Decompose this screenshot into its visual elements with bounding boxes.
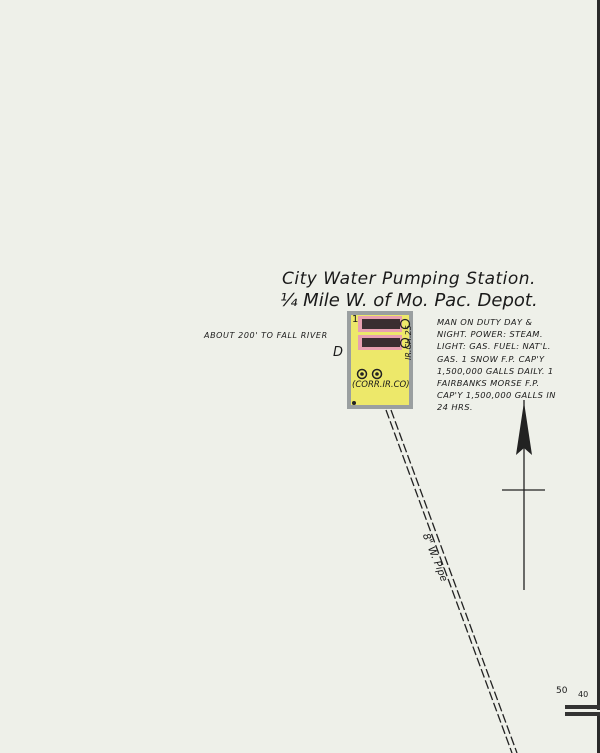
- building-letter: D: [333, 345, 344, 360]
- map-title: City Water Pumping Station.: [282, 269, 536, 289]
- river-note: ABOUT 200' TO FALL RIVER: [204, 331, 328, 340]
- scale-label-50: 50: [556, 686, 568, 696]
- construction-note: IR.CH.25: [404, 325, 413, 360]
- building-story: 1: [352, 314, 359, 325]
- water-pipe: [385, 409, 513, 753]
- page-edge: [597, 0, 600, 753]
- stack-2: [399, 337, 411, 349]
- station-notes: MAN ON DUTY DAY & NIGHT. POWER: STEAM. L…: [437, 317, 556, 413]
- map-subtitle: ¼ Mile W. of Mo. Pac. Depot.: [280, 290, 538, 311]
- scale-label-40: 40: [578, 690, 589, 699]
- north-arrow-icon: [502, 400, 545, 590]
- scale-bar: [565, 705, 600, 716]
- stack-1: [399, 318, 411, 330]
- equipment-label: (CORR.IR.CO): [352, 380, 410, 390]
